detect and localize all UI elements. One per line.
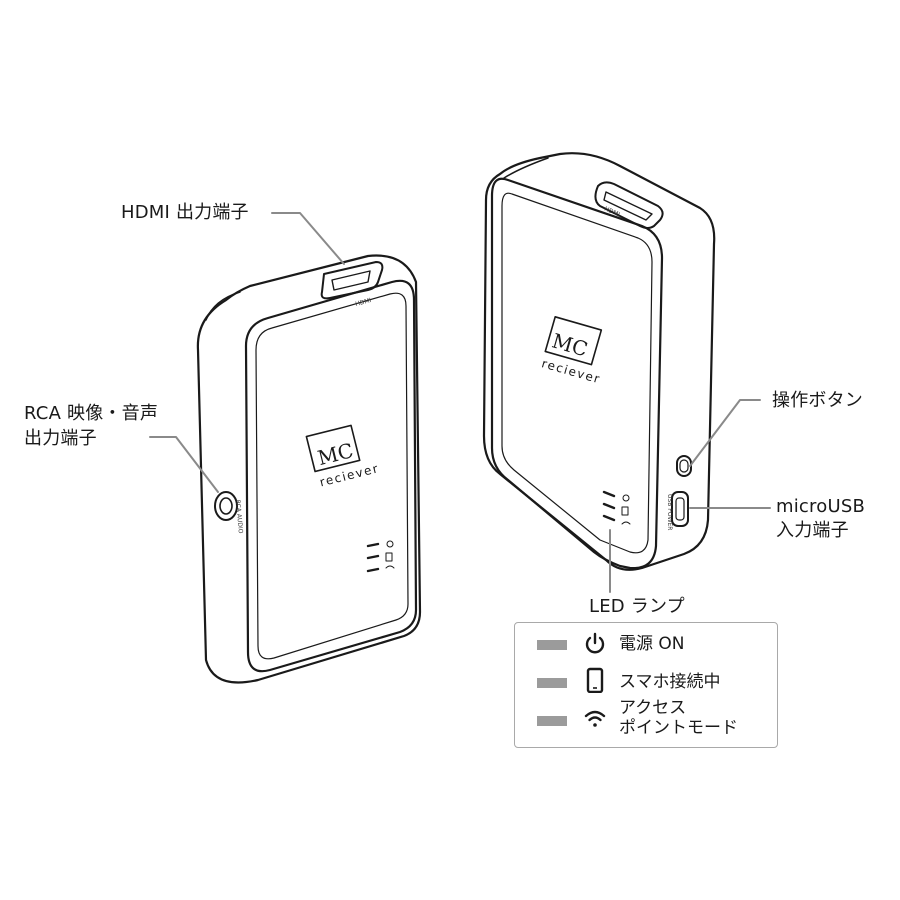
legend-text-wifi-line1: アクセス: [619, 698, 687, 718]
left-device: HDMI RCA AUDIO MC reciever: [196, 254, 422, 684]
legend-text-phone: スマホ接続中: [619, 672, 721, 692]
rca-port-label-line2: 出力端子: [24, 428, 97, 449]
legend-row-wifi: アクセス ポイントモード: [515, 699, 777, 738]
legend-row-power: 電源 ON: [515, 629, 777, 659]
right-device: HDMI MC reciever USB POWER: [482, 152, 716, 571]
legend-bar: [537, 716, 567, 726]
leader-button: [689, 399, 761, 467]
right-hdmi-port: HDMI: [594, 181, 664, 229]
leader-rca: [149, 436, 219, 493]
legend-text-power: 電源 ON: [619, 634, 685, 654]
microusb-label-line1: microUSB: [776, 496, 865, 517]
right-usb-text: USB POWER: [666, 494, 673, 530]
wifi-icon: [584, 710, 606, 727]
legend-row-phone: スマホ接続中: [515, 667, 777, 697]
left-led-group: [366, 540, 395, 573]
right-logo: MC reciever: [540, 316, 602, 386]
right-usb-port: USB POWER: [666, 491, 689, 530]
hdmi-port-label: HDMI 出力端子: [121, 202, 249, 223]
leader-lines: [149, 212, 771, 593]
left-logo: MC reciever: [305, 424, 381, 489]
smartphone-icon: [586, 667, 604, 693]
left-hdmi-port: HDMI: [320, 261, 384, 308]
right-side-button: [676, 455, 692, 477]
operation-button-label: 操作ボタン: [772, 390, 863, 411]
led-lamp-label: LED ランプ: [589, 596, 685, 617]
legend-text-wifi-line2: ポイントモード: [619, 718, 738, 738]
left-hdmi-text: HDMI: [355, 297, 373, 308]
power-icon: [585, 632, 605, 654]
right-led-group: [602, 490, 631, 525]
left-rca-port: RCA AUDIO: [214, 491, 244, 534]
right-logo-mark: MC: [549, 329, 590, 362]
legend-bar: [537, 640, 567, 650]
led-legend: 電源 ON スマホ接続中 アクセス ポイントモード: [514, 622, 778, 748]
legend-bar: [537, 678, 567, 688]
rca-port-label-line1: RCA 映像・音声: [24, 403, 159, 424]
left-logo-mark: MC: [315, 438, 356, 470]
leader-hdmi: [271, 212, 345, 265]
microusb-label-line2: 入力端子: [776, 520, 849, 541]
left-rca-text: RCA AUDIO: [234, 500, 244, 534]
